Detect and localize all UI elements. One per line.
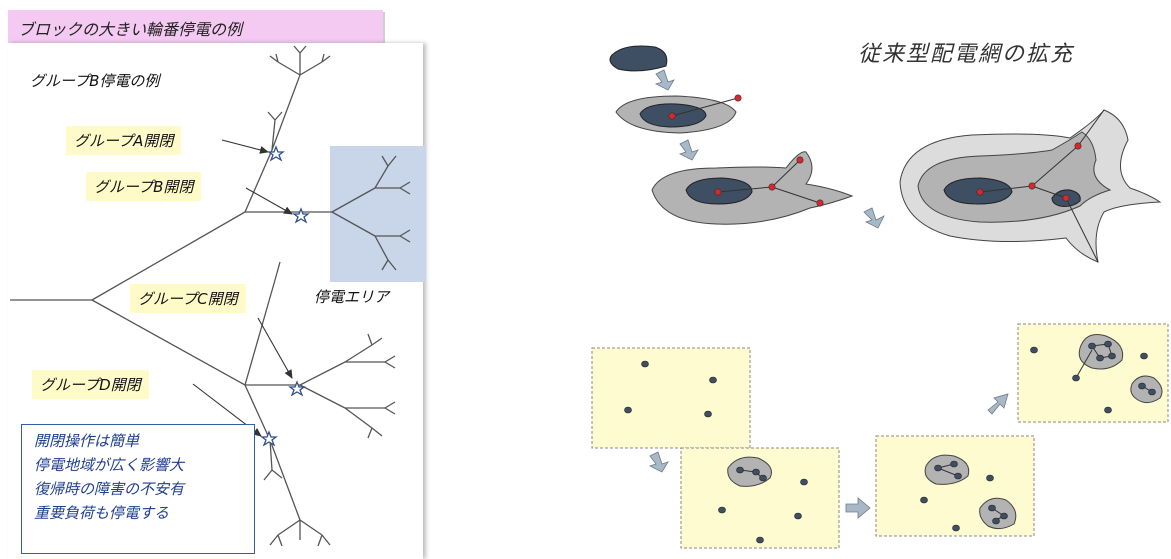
stage-arrow-icon xyxy=(654,69,675,91)
stage-arrow-icon xyxy=(648,451,669,473)
stage1-core xyxy=(609,45,668,72)
info-line: 重要負荷も停電する xyxy=(34,504,170,522)
stage-arrow-icon xyxy=(678,139,699,161)
label-group-b-switch: グループB開閉 xyxy=(86,172,202,201)
tree-bottom xyxy=(263,439,331,547)
distribution-tree xyxy=(10,45,411,547)
right-panel-title: 従来型配電網の拡充 xyxy=(858,42,1075,67)
tree-mid xyxy=(274,261,396,439)
node-red xyxy=(1028,182,1036,190)
label-arrows xyxy=(192,139,293,437)
microgrid-cluster xyxy=(924,454,970,485)
node-red xyxy=(1074,142,1082,150)
switch-star-b xyxy=(292,207,310,224)
stage-arrow-icon xyxy=(845,497,871,519)
microgrid-box-1 xyxy=(591,347,751,449)
microgrid-diagram xyxy=(591,323,1169,549)
tree-top xyxy=(267,45,331,151)
switch-stars xyxy=(260,145,310,447)
node-red xyxy=(1062,194,1070,202)
node-red xyxy=(668,112,676,120)
subtitle-group-b: グループB停電の例 xyxy=(30,72,160,90)
stage-arrow-icon xyxy=(863,207,885,229)
node-red xyxy=(734,94,742,102)
stage-arrow-icon xyxy=(987,393,1009,415)
label-group-d-switch: グループD開閉 xyxy=(32,370,149,399)
info-box: 開閉操作は簡単 停電地域が広く影響大 復帰時の障害の不安有 重要負荷も停電する xyxy=(21,424,255,554)
expansion-diagram xyxy=(609,45,1162,263)
tree-outage xyxy=(331,155,411,271)
node-red xyxy=(768,183,776,191)
info-line: 停電地域が広く影響大 xyxy=(34,456,185,474)
microgrid-cluster xyxy=(727,456,772,487)
label-group-c-switch: グループC開閉 xyxy=(130,284,246,313)
diagram-title: ブロックの大きい輪番停電の例 xyxy=(18,20,243,39)
label-outage-area: 停電エリア xyxy=(314,288,390,306)
switch-star-d xyxy=(260,430,278,447)
stage3-region xyxy=(651,151,854,225)
node-red xyxy=(796,156,804,164)
outage-area xyxy=(330,146,426,282)
node-red xyxy=(714,188,722,196)
info-line: 開閉操作は簡単 xyxy=(34,432,140,450)
microgrid-cluster xyxy=(979,497,1017,530)
microgrid-cluster xyxy=(1130,375,1163,404)
node-red xyxy=(816,199,824,207)
info-line: 復帰時の障害の不安有 xyxy=(34,480,185,498)
node-red xyxy=(976,188,984,196)
switch-star-c xyxy=(288,380,306,397)
label-group-a-switch: グループA開閉 xyxy=(66,126,182,155)
switch-star-a xyxy=(267,145,285,162)
diagram-title-banner: ブロックの大きい輪番停電の例 xyxy=(8,10,383,43)
